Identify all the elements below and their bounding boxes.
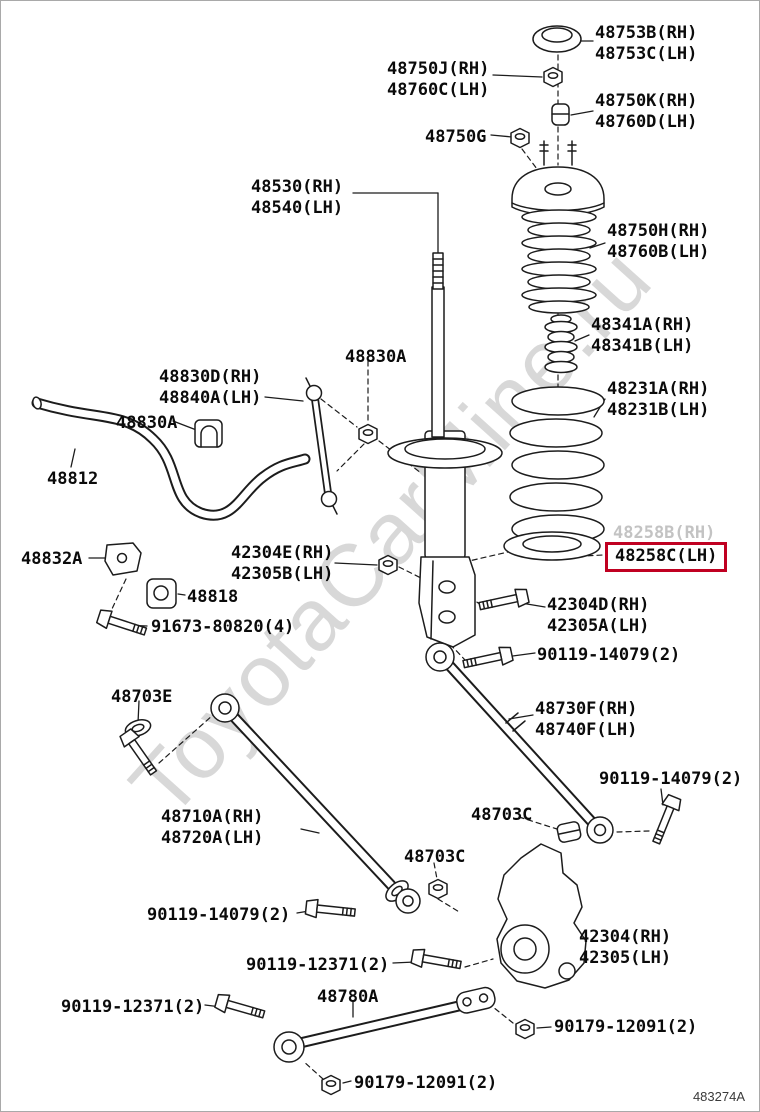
- diagram-code: 483274A: [692, 1089, 745, 1104]
- arm-bolt-washer: [117, 716, 162, 779]
- rear-arm-upper: [425, 642, 614, 844]
- bracket-bushing: [146, 578, 177, 609]
- support-cap: [532, 25, 582, 53]
- arm-bolt-mid: [304, 897, 357, 923]
- stabilizer-bracket: [104, 542, 142, 576]
- rod-nut: [510, 127, 530, 149]
- knuckle-bolt-b: [213, 991, 267, 1024]
- strut-rod: [273, 986, 496, 1063]
- stabilizer-bar: [31, 396, 311, 521]
- stabilizer-link-nut: [358, 423, 378, 445]
- rod-nut-right: [515, 1018, 535, 1040]
- strut-nut: [378, 554, 398, 576]
- bracket-bolt: [95, 607, 149, 641]
- shock-absorber-strut: [387, 252, 503, 648]
- dust-cover-bellows: [521, 209, 597, 314]
- bump-stopper: [544, 314, 578, 374]
- arm-bushing: [556, 821, 582, 843]
- support-nut: [543, 66, 563, 88]
- arm-bolt-right: [647, 792, 684, 847]
- knuckle-bolt-a: [409, 946, 463, 975]
- strut-bolt-upper: [477, 586, 531, 616]
- rear-axle-knuckle: [496, 843, 587, 989]
- support-bushing: [551, 103, 570, 126]
- stabilizer-link: [305, 377, 338, 515]
- suspension-support: [511, 140, 605, 216]
- arm-nut: [428, 878, 448, 900]
- rear-arm-lower: [210, 693, 421, 914]
- coil-spring: [509, 386, 605, 544]
- strut-bolt-lower: [461, 644, 515, 674]
- rod-nut-left: [321, 1074, 341, 1096]
- lower-spring-seat: [503, 531, 601, 561]
- stabilizer-bushing: [194, 419, 223, 448]
